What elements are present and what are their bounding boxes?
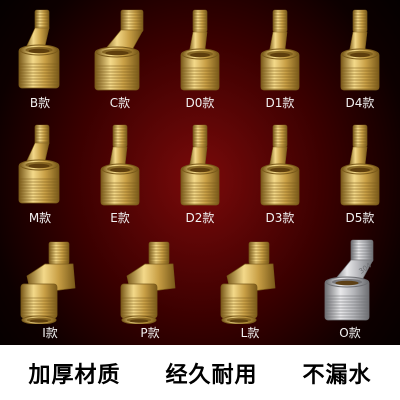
slogan-thick-material: 加厚材质 xyxy=(28,361,121,388)
product-label: L款 xyxy=(240,326,260,340)
product-grid: B款 C款 D0款 D1款 D4款 M款 E款 D2款 D3款 D5款 I款 xyxy=(0,0,400,345)
product-item[interactable]: D0款 xyxy=(160,0,240,115)
slogan-durable: 经久耐用 xyxy=(165,361,258,388)
brass-fitting-icon xyxy=(20,241,76,324)
product-item[interactable]: P款 xyxy=(100,230,200,345)
product-label: D4款 xyxy=(345,96,375,110)
product-item[interactable]: D4款 xyxy=(320,0,400,115)
slogan-banner: 加厚材质 经久耐用 不漏水 xyxy=(0,345,400,400)
product-item[interactable]: E款 xyxy=(80,115,160,230)
product-item[interactable]: D5款 xyxy=(320,115,400,230)
product-label: C款 xyxy=(109,96,131,110)
brass-fitting-icon xyxy=(340,9,380,91)
product-item[interactable]: D2款 xyxy=(160,115,240,230)
product-item[interactable]: I款 xyxy=(0,230,100,345)
product-label: D2款 xyxy=(185,211,215,225)
product-label: D0款 xyxy=(185,96,215,110)
product-label: E款 xyxy=(110,211,130,225)
brass-fitting-icon xyxy=(340,124,380,206)
product-item[interactable]: 304 O款 xyxy=(300,230,400,345)
brass-fitting-icon xyxy=(180,124,220,206)
product-item[interactable]: D1款 xyxy=(240,0,320,115)
product-label: P款 xyxy=(140,326,160,340)
product-item[interactable]: C款 xyxy=(80,0,160,115)
brass-fitting-icon xyxy=(18,124,60,204)
product-item[interactable]: M款 xyxy=(0,115,80,230)
product-item[interactable]: L款 xyxy=(200,230,300,345)
product-label: D1款 xyxy=(265,96,295,110)
product-label: D5款 xyxy=(345,211,375,225)
brass-fitting-icon xyxy=(180,9,220,91)
product-label: M款 xyxy=(28,211,52,225)
brass-fitting-icon xyxy=(18,9,60,89)
product-label: B款 xyxy=(29,96,51,110)
product-item[interactable]: D3款 xyxy=(240,115,320,230)
steel-fitting-icon: 304 xyxy=(324,239,374,321)
product-label: O款 xyxy=(339,326,361,340)
product-label: D3款 xyxy=(265,211,295,225)
brass-fitting-icon xyxy=(94,9,144,91)
brass-fitting-icon xyxy=(260,124,300,206)
product-label: I款 xyxy=(42,326,58,340)
brass-fitting-icon xyxy=(100,124,140,206)
product-item[interactable]: B款 xyxy=(0,0,80,115)
brass-fitting-icon xyxy=(120,241,176,324)
slogan-no-leak: 不漏水 xyxy=(302,361,372,388)
brass-fitting-icon xyxy=(220,241,276,324)
brass-fitting-icon xyxy=(260,9,300,91)
